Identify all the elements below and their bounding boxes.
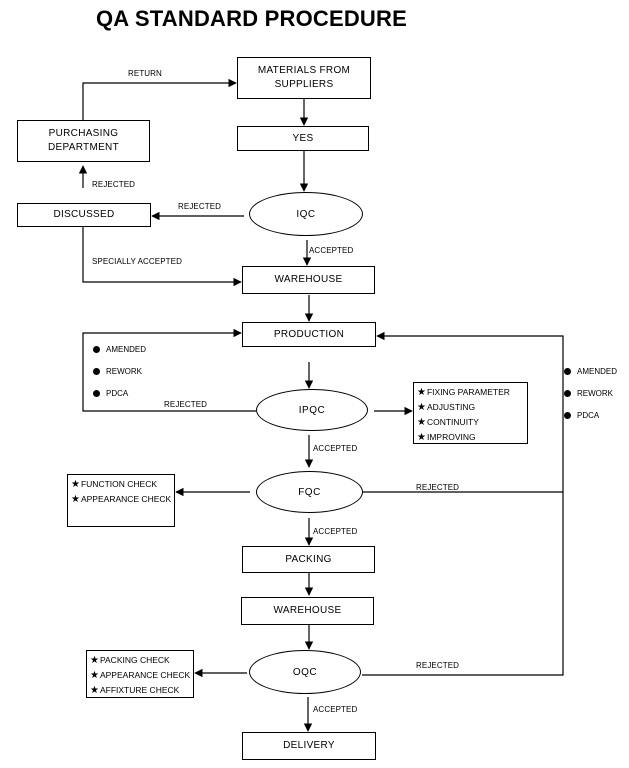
rejected-label-iqc: REJECTED (178, 202, 222, 211)
star-icon: ★ (71, 479, 80, 490)
specially-accepted-connector (82, 227, 242, 287)
page-title: QA STANDARD PROCEDURE (96, 6, 407, 31)
right-bullet-label: REWORK (577, 389, 613, 398)
rejected-label-oqc: REJECTED (416, 661, 460, 670)
ipqc-action-label: CONTINUITY (426, 417, 479, 427)
bullet-dot-icon (93, 368, 100, 375)
oqc-check-label: PACKING CHECK (99, 655, 170, 665)
accepted-label-oqc: ACCEPTED (313, 705, 358, 714)
bullet-dot-icon (93, 390, 100, 397)
packing-box: PACKING (242, 546, 375, 573)
rejected-label-ipqc: REJECTED (164, 400, 208, 409)
right-reject-loop (362, 331, 564, 676)
specially-accepted-label: SPECIALLY ACCEPTED (92, 257, 182, 266)
fqc-node: FQC (256, 471, 363, 513)
left-bullet-label: AMENDED (106, 345, 147, 354)
left-bullet-label: PDCA (106, 389, 129, 398)
ipqc-action-item: ★IMPROVING (417, 430, 524, 445)
oqc-check-item: ★PACKING CHECK (90, 653, 190, 668)
bullet-dot-icon (564, 390, 571, 397)
accepted-label-iqc: ACCEPTED (309, 246, 354, 255)
ipqc-action-label: FIXING PARAMETER (426, 387, 510, 397)
star-icon: ★ (90, 685, 99, 696)
rejected-label-purchasing: REJECTED (92, 180, 136, 189)
star-icon: ★ (417, 402, 426, 413)
oqc-check-item: ★APPEARANCE CHECK (90, 668, 190, 683)
star-icon: ★ (90, 655, 99, 666)
bullet-dot-icon (93, 346, 100, 353)
oqc-checks-box: ★PACKING CHECK ★APPEARANCE CHECK ★AFFIXT… (86, 650, 194, 698)
star-icon: ★ (417, 387, 426, 398)
star-icon: ★ (90, 670, 99, 681)
oqc-check-label: AFFIXTURE CHECK (99, 685, 180, 695)
star-icon: ★ (417, 432, 426, 443)
ipqc-actions-box: ★FIXING PARAMETER ★ADJUSTING ★CONTINUITY… (413, 382, 528, 444)
accepted-label-fqc: ACCEPTED (313, 527, 358, 536)
materials-box: MATERIALS FROM SUPPLIERS (237, 57, 371, 99)
fqc-checks-box: ★FUNCTION CHECK ★APPEARANCE CHECK (67, 474, 175, 527)
left-bullet-label: REWORK (106, 367, 142, 376)
bullet-dot-icon (564, 368, 571, 375)
yes-box: YES (237, 126, 369, 151)
right-bullet-item: PDCA (564, 411, 599, 420)
star-icon: ★ (417, 417, 426, 428)
oqc-node: OQC (249, 650, 361, 694)
left-bullet-item: AMENDED (93, 345, 146, 354)
right-bullet-item: AMENDED (564, 367, 617, 376)
purchasing-box: PURCHASING DEPARTMENT (17, 120, 150, 162)
oqc-check-item: ★AFFIXTURE CHECK (90, 683, 190, 698)
ipqc-action-item: ★FIXING PARAMETER (417, 385, 524, 400)
warehouse-box: WAREHOUSE (242, 266, 375, 294)
discussed-box: DISCUSSED (17, 203, 151, 227)
iqc-node: IQC (249, 192, 363, 236)
ipqc-action-label: ADJUSTING (426, 402, 476, 412)
fqc-check-label: APPEARANCE CHECK (80, 494, 172, 504)
right-bullet-label: PDCA (577, 411, 600, 420)
warehouse-box-2: WAREHOUSE (241, 597, 374, 625)
delivery-box: DELIVERY (242, 732, 376, 760)
return-label: RETURN (128, 69, 162, 78)
ipqc-node: IPQC (256, 389, 368, 431)
oqc-check-label: APPEARANCE CHECK (99, 670, 191, 680)
fqc-check-label: FUNCTION CHECK (80, 479, 157, 489)
fqc-check-item: ★FUNCTION CHECK (71, 477, 171, 492)
ipqc-reject-connector (82, 328, 256, 412)
left-bullet-item: PDCA (93, 389, 128, 398)
rejected-label-fqc: REJECTED (416, 483, 460, 492)
right-bullet-label: AMENDED (577, 367, 618, 376)
ipqc-action-label: IMPROVING (426, 432, 476, 442)
star-icon: ★ (71, 494, 80, 505)
right-bullet-item: REWORK (564, 389, 613, 398)
production-box: PRODUCTION (242, 322, 376, 347)
return-connector (82, 78, 237, 120)
bullet-dot-icon (564, 412, 571, 419)
fqc-check-item: ★APPEARANCE CHECK (71, 492, 171, 507)
ipqc-action-item: ★ADJUSTING (417, 400, 524, 415)
left-bullet-item: REWORK (93, 367, 142, 376)
accepted-label-ipqc: ACCEPTED (313, 444, 358, 453)
ipqc-action-item: ★CONTINUITY (417, 415, 524, 430)
